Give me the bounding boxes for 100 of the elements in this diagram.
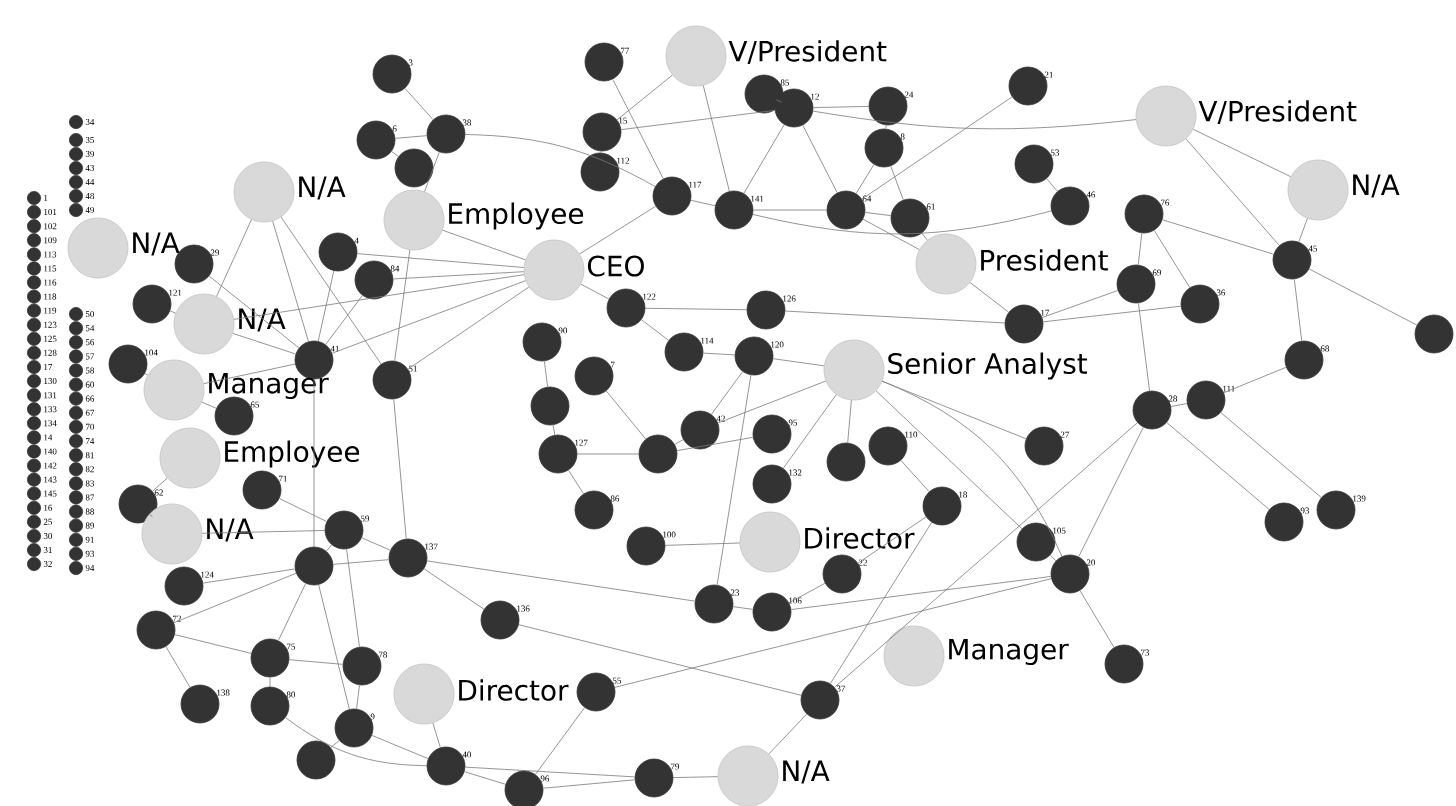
- link-line: [862, 218, 920, 250]
- link-line: [1293, 278, 1303, 342]
- role-node: N/A: [233, 161, 346, 223]
- link-line: [280, 216, 382, 365]
- link-line: [424, 151, 440, 192]
- node-label: Director: [459, 679, 569, 701]
- link-line: [1046, 178, 1058, 192]
- link-line: [278, 583, 307, 641]
- link-line: [404, 88, 434, 120]
- link-line: [544, 360, 548, 388]
- role-node: N/A: [717, 745, 830, 806]
- link-line: [1298, 218, 1308, 243]
- link-line: [885, 124, 887, 130]
- link-line: [674, 439, 684, 445]
- link-line: [1162, 219, 1274, 255]
- link-line: [834, 422, 1138, 688]
- role-node: Senior Analyst: [823, 339, 1088, 401]
- link-line: [861, 96, 1013, 200]
- link-line: [1170, 403, 1188, 407]
- link-line: [732, 606, 754, 610]
- link-line: [969, 282, 1010, 313]
- link-line: [703, 352, 736, 356]
- link-line: [152, 477, 168, 492]
- link-line: [711, 371, 743, 415]
- link-line: [1049, 554, 1057, 562]
- link-line: [772, 358, 825, 367]
- link-line: [665, 542, 741, 546]
- node-label: N/A: [299, 176, 346, 200]
- link-line: [169, 310, 177, 314]
- link-line: [580, 283, 610, 300]
- node-label: N/A: [133, 232, 180, 256]
- node-label: N/A: [239, 308, 286, 332]
- link-line: [464, 771, 506, 785]
- link-line: [1079, 590, 1115, 648]
- role-node: N/A: [67, 217, 180, 279]
- network-node: [638, 434, 678, 474]
- link-line: [812, 110, 1137, 130]
- network-node: [394, 148, 434, 188]
- link-line: [875, 390, 1023, 530]
- link-line: [616, 74, 673, 121]
- role-node: N/A: [1287, 159, 1400, 221]
- node-label: Employee: [225, 440, 360, 468]
- link-line: [371, 735, 429, 759]
- node-label: V/President: [728, 40, 887, 64]
- link-line: [855, 164, 875, 194]
- link-line: [552, 424, 556, 436]
- link-line: [288, 659, 344, 665]
- link-line: [1042, 305, 1182, 323]
- link-line: [753, 209, 827, 211]
- link-line: [165, 646, 191, 688]
- link-line: [829, 522, 933, 684]
- link-line: [641, 319, 669, 341]
- link-line: [620, 110, 776, 130]
- link-line: [232, 333, 296, 355]
- link-line: [788, 582, 826, 604]
- node-label: CEO: [587, 255, 644, 277]
- link-line: [393, 398, 407, 540]
- link-line: [579, 205, 656, 255]
- link-line: [331, 280, 526, 354]
- link-line: [743, 124, 785, 194]
- link-line: [201, 401, 217, 409]
- link-line: [890, 165, 904, 201]
- link-line: [568, 469, 584, 495]
- link-line: [313, 379, 315, 547]
- link-line: [233, 274, 525, 320]
- link-line: [535, 707, 585, 775]
- network-node: [1414, 314, 1454, 354]
- link-line: [174, 634, 252, 654]
- link-line: [813, 106, 869, 108]
- link-line: [279, 498, 327, 522]
- link-line: [394, 249, 411, 362]
- role-node: Manager: [883, 625, 1069, 687]
- link-line: [768, 713, 808, 755]
- link-line: [423, 568, 485, 610]
- link-line: [717, 380, 827, 424]
- link-line: [776, 99, 782, 103]
- link-line: [1166, 422, 1270, 510]
- link-line: [272, 220, 309, 342]
- link-line: [605, 390, 647, 440]
- link-line: [1223, 366, 1287, 394]
- node-label: President: [981, 249, 1108, 271]
- network-node: [530, 386, 570, 426]
- link-line: [325, 295, 363, 345]
- node-label: V/President: [1198, 100, 1357, 124]
- link-line: [393, 271, 525, 280]
- role-node: President: [915, 233, 1108, 295]
- link-line: [577, 453, 639, 455]
- link-line: [690, 199, 716, 207]
- link-line: [202, 568, 296, 584]
- link-line: [1153, 230, 1191, 288]
- link-line: [1138, 302, 1150, 392]
- link-line: [645, 307, 747, 311]
- role-node: V/President: [1135, 85, 1357, 147]
- network-node: [294, 546, 334, 586]
- node-label: Manager: [949, 638, 1069, 666]
- link-line: [326, 544, 332, 552]
- link-line: [1220, 412, 1322, 498]
- network-node: [826, 442, 866, 482]
- link-line: [318, 584, 350, 710]
- link-line: [361, 537, 391, 551]
